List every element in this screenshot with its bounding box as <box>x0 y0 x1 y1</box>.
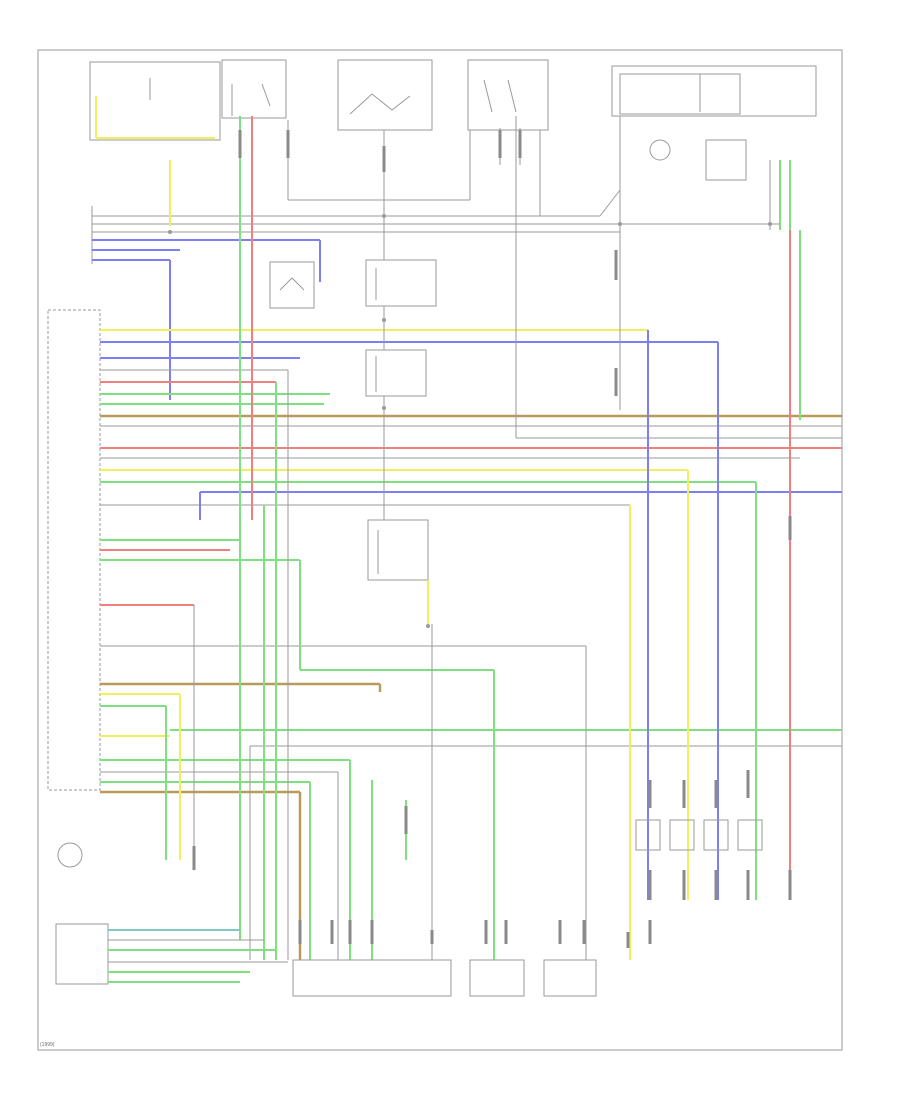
speed-sensor-box <box>469 959 525 997</box>
main-relay-box <box>221 59 287 155</box>
top-left-fuse-box <box>89 61 221 141</box>
distributor-box <box>611 65 817 230</box>
coolant-sensor <box>57 842 83 868</box>
bottom-left-connector <box>55 923 288 985</box>
injector-group <box>635 819 763 851</box>
circuit-opening-relay <box>365 349 427 397</box>
vertical-wires <box>165 116 842 960</box>
ecm-connector-left <box>47 309 101 791</box>
abs-control-unit-box <box>292 959 452 997</box>
wire-bundle <box>92 160 842 794</box>
ignition-relay <box>365 259 437 307</box>
generator-box <box>543 959 597 997</box>
fuse-relay-box-right <box>467 59 549 165</box>
diagram-frame <box>37 49 843 1051</box>
connector-stubs <box>192 130 792 948</box>
fuel-pump <box>269 261 315 309</box>
footer-code: (1999) <box>40 1042 55 1048</box>
turbo-solenoid <box>367 519 429 624</box>
junction-dots <box>168 214 772 628</box>
